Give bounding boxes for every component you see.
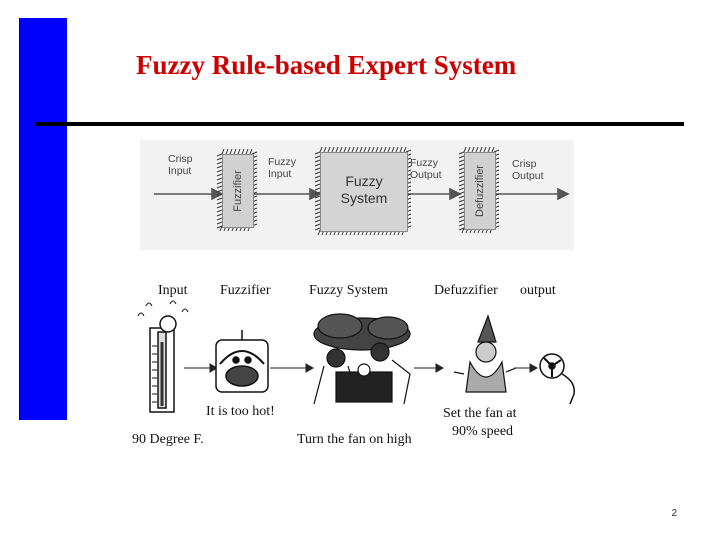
fuzzifier-label: Fuzzifier [232,170,244,212]
example-illustrations [130,296,590,416]
caption-set-fan-line1: Set the fan at [443,406,516,422]
page-number: 2 [671,508,677,519]
people-meeting-icon [314,314,410,404]
caption-turn-fan: Turn the fan on high [297,432,412,448]
caption-degree: 90 Degree F. [132,432,204,448]
fan-icon [540,354,574,404]
defuzzifier-block: Defuzzifier [464,152,496,230]
caption-too-hot: It is too hot! [206,404,275,420]
caption-set-fan-line2: 90% speed [452,424,513,440]
fuzzifier-head-icon [216,330,268,392]
wizard-icon [454,316,516,392]
fuzzifier-block: Fuzzifier [222,154,254,228]
side-bar [19,18,67,420]
defuzzifier-label: Defuzzifier [474,165,486,217]
slide-title: Fuzzy Rule-based Expert System [136,50,516,81]
title-rule [36,122,684,126]
thermometer-icon [138,301,188,412]
